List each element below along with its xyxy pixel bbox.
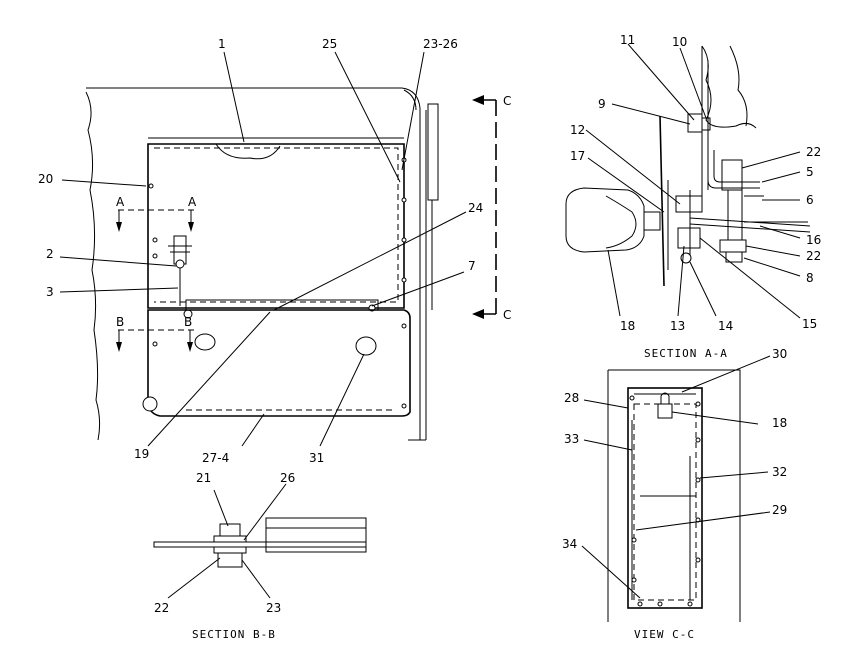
callout-9: 9 — [598, 97, 606, 111]
callout-27-4: 27-4 — [202, 451, 229, 465]
callout-32: 32 — [772, 465, 787, 479]
callout-24: 24 — [468, 201, 483, 215]
callout-1: 1 — [218, 37, 226, 51]
callout-5: 5 — [806, 165, 814, 179]
callout-29: 29 — [772, 503, 787, 517]
callout-7: 7 — [468, 259, 476, 273]
callout-22-bottom: 22 — [806, 249, 821, 263]
view-cc-title: VIEW C-C — [634, 628, 695, 641]
callout-17: 17 — [570, 149, 585, 163]
section-bb-title: SECTION B-B — [192, 628, 276, 641]
callout-23-26: 23-26 — [423, 37, 458, 51]
callout-13: 13 — [670, 319, 685, 333]
callout-10: 10 — [672, 35, 687, 49]
callout-16: 16 — [806, 233, 821, 247]
callout-12: 12 — [570, 123, 585, 137]
callout-22-bb: 22 — [154, 601, 169, 615]
callout-19: 19 — [134, 447, 149, 461]
callout-8: 8 — [806, 271, 814, 285]
callout-23: 23 — [266, 601, 281, 615]
view-cc: 30 28 18 33 32 29 34 VIEW C-C — [562, 347, 787, 641]
section-mark-a-left: A — [116, 195, 125, 209]
callout-18: 18 — [620, 319, 635, 333]
callout-11: 11 — [620, 33, 635, 47]
callout-18-cc: 18 — [772, 416, 787, 430]
section-bb: 21 26 22 23 SECTION B-B — [153, 471, 367, 641]
callout-25: 25 — [322, 37, 337, 51]
section-aa: 11 10 9 12 17 22 5 6 16 22 8 18 13 14 15… — [565, 33, 821, 360]
section-mark-a-right: A — [188, 195, 197, 209]
section-mark-b-right: B — [184, 315, 192, 329]
view-mark-c-top: C — [503, 94, 511, 108]
callout-34: 34 — [562, 537, 577, 551]
callout-20: 20 — [38, 172, 53, 186]
callout-26: 26 — [280, 471, 295, 485]
callout-2: 2 — [46, 247, 54, 261]
section-aa-title: SECTION A-A — [644, 347, 728, 360]
view-mark-c-bottom: C — [503, 308, 511, 322]
main-view: A A B B C C 1 25 23-26 20 2 — [38, 37, 511, 465]
callout-3: 3 — [46, 285, 54, 299]
callout-30: 30 — [772, 347, 787, 361]
callout-14: 14 — [718, 319, 733, 333]
callout-31: 31 — [309, 451, 324, 465]
callout-22-top: 22 — [806, 145, 821, 159]
callout-33: 33 — [564, 432, 579, 446]
callout-6: 6 — [806, 193, 814, 207]
callout-15: 15 — [802, 317, 817, 331]
callout-28: 28 — [564, 391, 579, 405]
callout-21: 21 — [196, 471, 211, 485]
section-mark-b-left: B — [116, 315, 124, 329]
